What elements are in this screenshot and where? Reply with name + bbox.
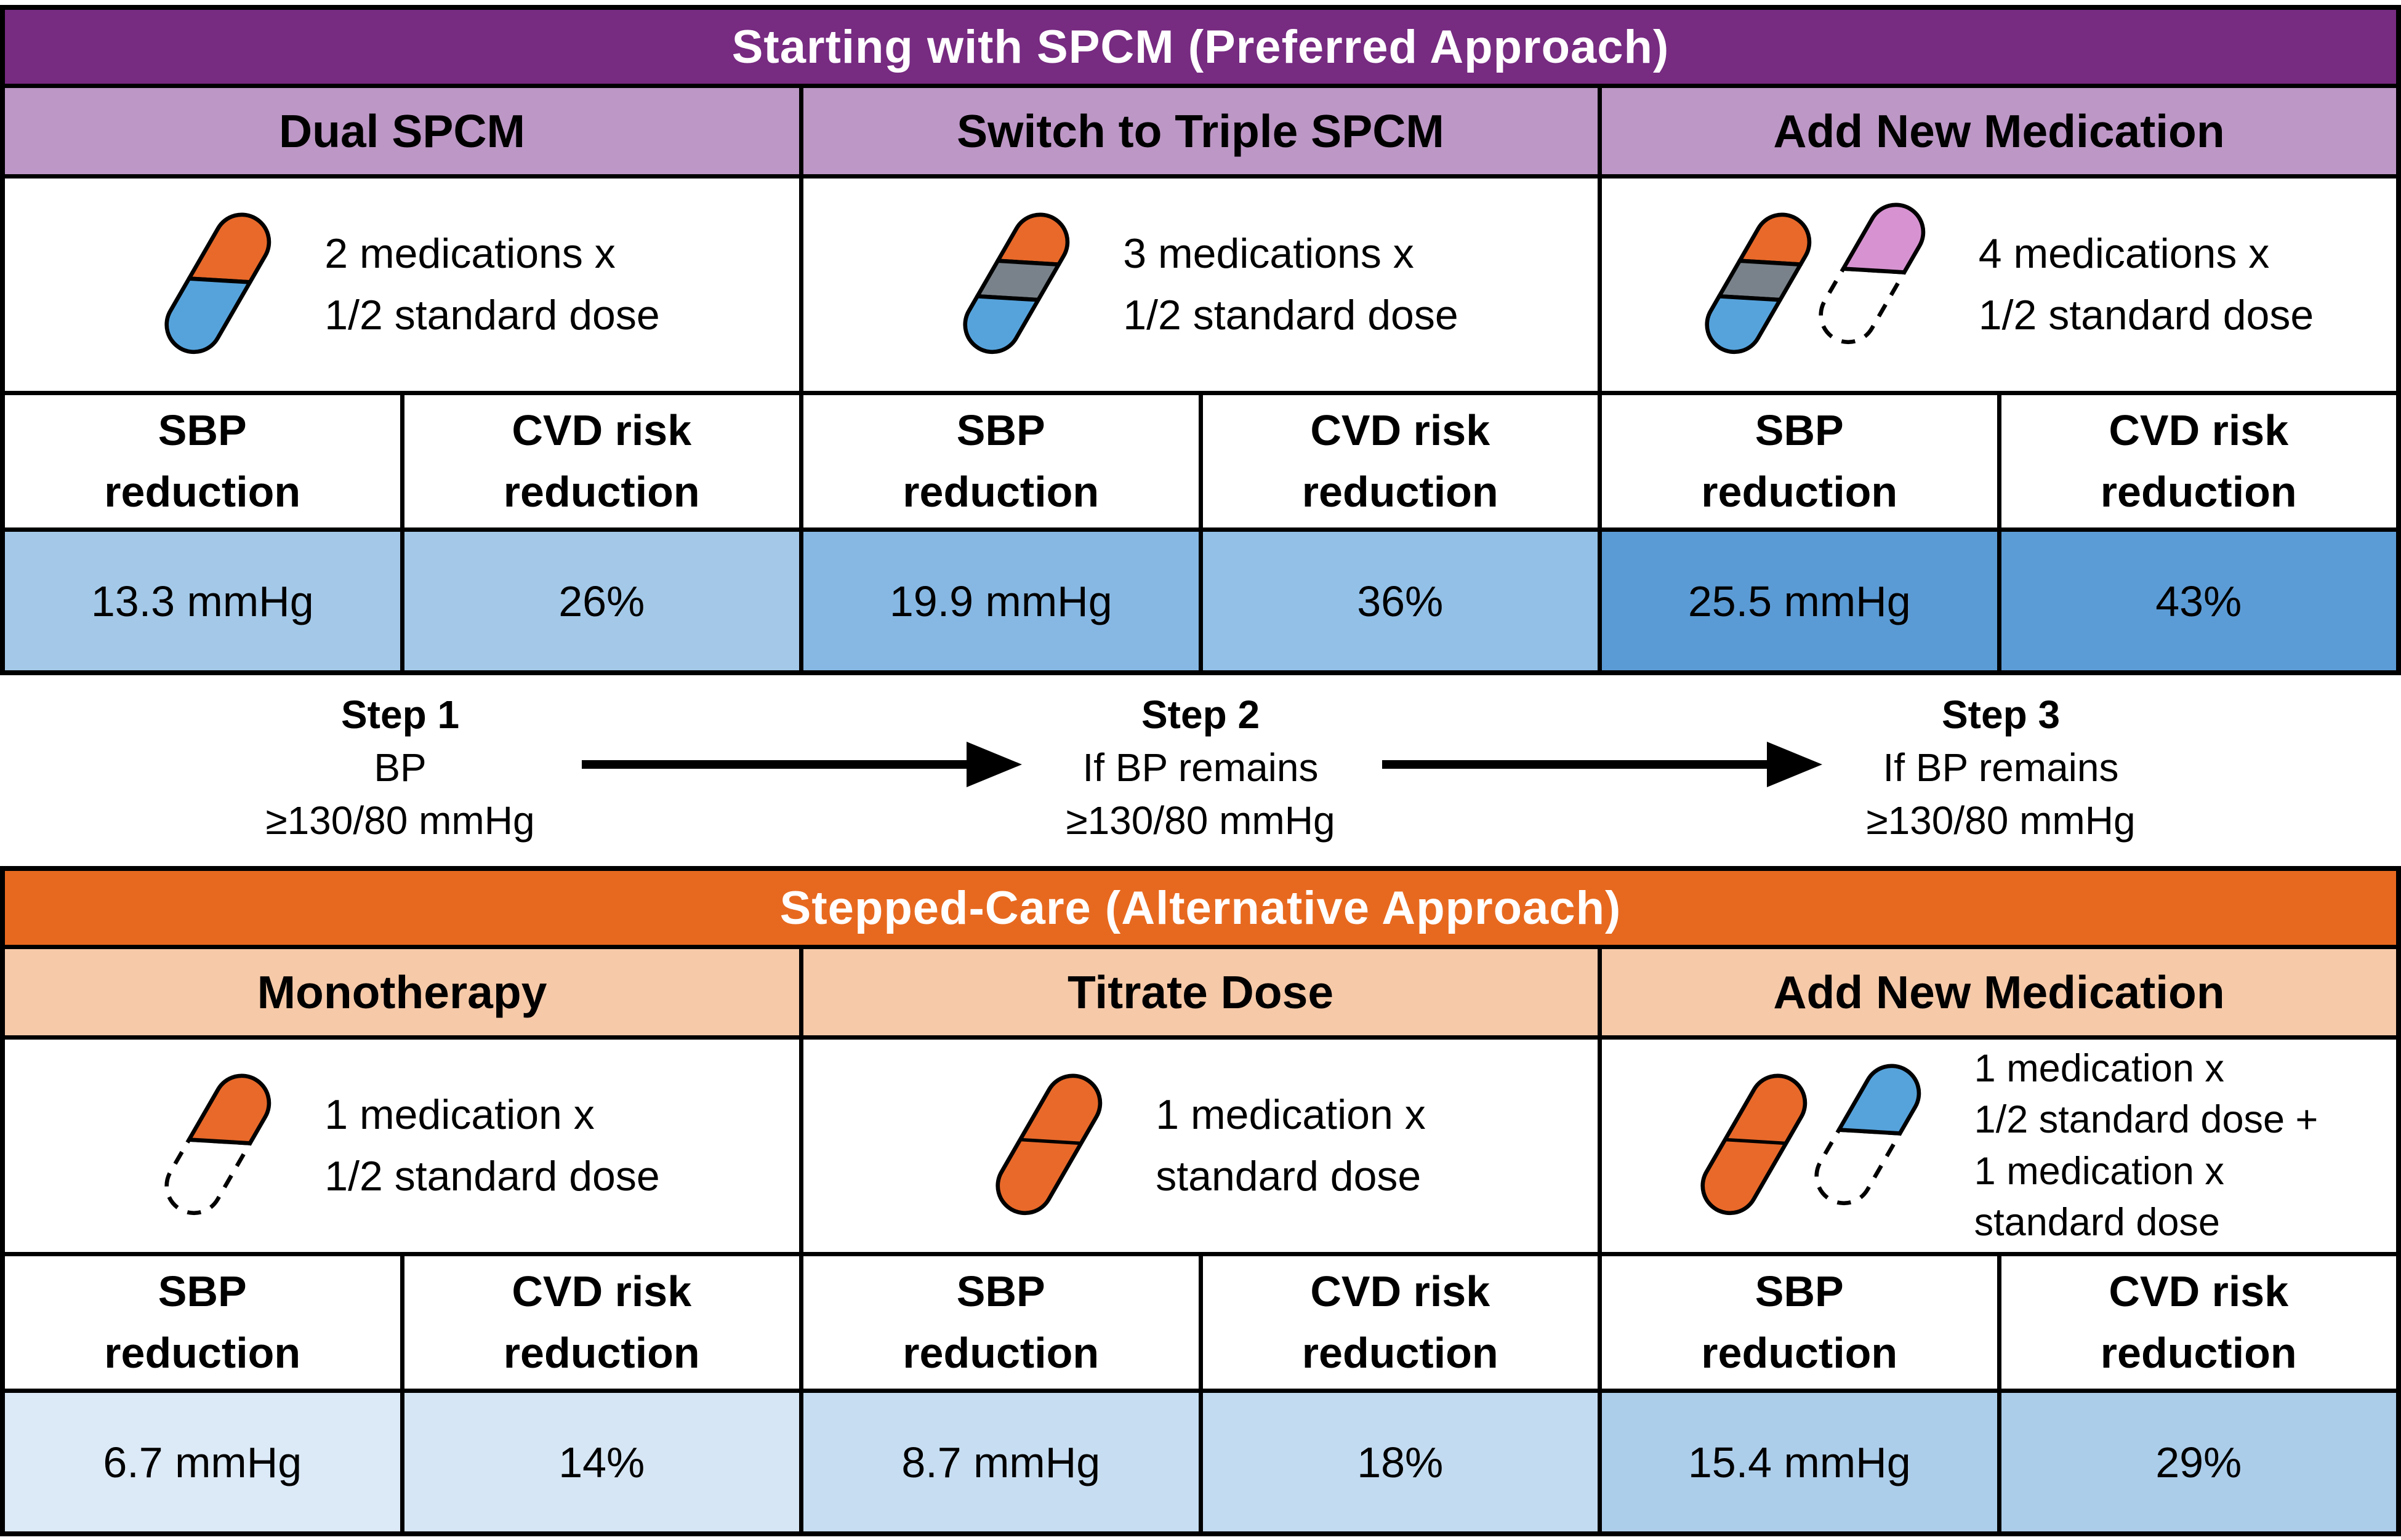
pill-icons: [943, 199, 1086, 370]
stepped-col-header-titrate: Titrate Dose: [803, 949, 1598, 1035]
stepped-care-title-bar: Stepped-Care (Alternative Approach): [5, 871, 2396, 945]
capsule-half-orange-half-dashed-icon: [144, 1061, 288, 1231]
cvd-risk-reduction-header: CVD risk reduction: [2001, 395, 2396, 527]
step-title: Step 1: [340, 692, 460, 737]
regimen-description: 2 medications x 1/2 standard dose: [324, 230, 660, 339]
right-arrow-icon: [582, 742, 1022, 787]
cvd-risk-reduction-header: CVD risk reduction: [1202, 1256, 1598, 1389]
step-title: Step 2: [1141, 692, 1260, 737]
step-2: Step 2 If BP remains ≥130/80 mmHg: [800, 689, 1601, 847]
step-3: Step 3 If BP remains ≥130/80 mmHg: [1601, 689, 2401, 847]
cvd-risk-reduction-header: CVD risk reduction: [404, 395, 799, 527]
stepped-care-table: Stepped-Care (Alternative Approach) Mono…: [0, 866, 2401, 1536]
pill-icons: [144, 199, 288, 370]
cvd-risk-reduction-header: CVD risk reduction: [404, 1256, 799, 1389]
sbp-reduction-value: 19.9 mmHg: [803, 532, 1199, 670]
regimen-description: 1 medication x 1/2 standard dose: [324, 1091, 660, 1200]
sbp-reduction-value: 25.5 mmHg: [1602, 532, 1997, 670]
stepped-regimen-add: 1 medication x 1/2 standard dose + 1 med…: [1602, 1040, 2396, 1252]
spcm-table: Starting with SPCM (Preferred Approach) …: [0, 5, 2401, 675]
spcm-regimen-dual: 2 medications x 1/2 standard dose: [5, 178, 799, 391]
regimen-description: 1 medication x standard dose: [1156, 1091, 1426, 1200]
regimen-description: 3 medications x 1/2 standard dose: [1123, 230, 1458, 339]
cvd-risk-reduction-header: CVD risk reduction: [1202, 395, 1598, 527]
stepped-regimen-monotherapy: 1 medication x 1/2 standard dose: [5, 1040, 799, 1252]
sbp-reduction-header: SBP reduction: [1602, 1256, 1997, 1389]
cvd-risk-reduction-value: 18%: [1202, 1393, 1598, 1531]
spcm-title-bar: Starting with SPCM (Preferred Approach): [5, 10, 2396, 84]
capsule-orange-gray-blue-icon: [943, 199, 1086, 370]
cvd-risk-reduction-value: 26%: [404, 532, 799, 670]
cvd-risk-reduction-value: 14%: [404, 1393, 799, 1531]
cvd-risk-reduction-value: 36%: [1202, 532, 1598, 670]
regimen-description: 1 medication x 1/2 standard dose + 1 med…: [1974, 1047, 2319, 1244]
spcm-col-header-dual: Dual SPCM: [5, 88, 799, 174]
capsule-orange-standard-icon: [975, 1061, 1119, 1231]
regimen-description: 4 medications x 1/2 standard dose: [1978, 230, 2314, 339]
steps-strip: Step 1 BP ≥130/80 mmHg Step 2 If BP rema…: [0, 675, 2401, 866]
spcm-regimen-add: 4 medications x 1/2 standard dose: [1602, 178, 2396, 391]
spcm-col-header-add: Add New Medication: [1602, 88, 2396, 174]
sbp-reduction-header: SBP reduction: [5, 1256, 400, 1389]
cvd-risk-reduction-value: 43%: [2001, 532, 2396, 670]
step-1: Step 1 BP ≥130/80 mmHg: [0, 689, 800, 847]
pill-icons: [1684, 199, 1942, 370]
capsule-half-pink-half-dashed-icon: [1798, 190, 1942, 360]
cvd-risk-reduction-value: 29%: [2001, 1393, 2396, 1531]
pill-icons: [1680, 1061, 1937, 1231]
step-condition: If BP remains ≥130/80 mmHg: [1066, 745, 1335, 843]
stepped-col-header-monotherapy: Monotherapy: [5, 949, 799, 1035]
pill-icons: [975, 1061, 1119, 1231]
step-title: Step 3: [1941, 692, 2061, 737]
sbp-reduction-header: SBP reduction: [5, 395, 400, 527]
step-condition: If BP remains ≥130/80 mmHg: [1866, 745, 2136, 843]
cvd-risk-reduction-header: CVD risk reduction: [2001, 1256, 2396, 1389]
sbp-reduction-value: 15.4 mmHg: [1602, 1393, 1997, 1531]
capsule-half-blue-half-dashed-icon: [1794, 1051, 1937, 1221]
stepped-col-header-add: Add New Medication: [1602, 949, 2396, 1035]
capsule-half-orange-half-blue-icon: [144, 199, 288, 370]
sbp-reduction-value: 6.7 mmHg: [5, 1393, 400, 1531]
sbp-reduction-value: 8.7 mmHg: [803, 1393, 1199, 1531]
sbp-reduction-header: SBP reduction: [803, 395, 1199, 527]
step-condition: BP ≥130/80 mmHg: [265, 745, 535, 843]
stepped-regimen-titrate: 1 medication x standard dose: [803, 1040, 1598, 1252]
spcm-regimen-triple: 3 medications x 1/2 standard dose: [803, 178, 1598, 391]
right-arrow-icon: [1382, 742, 1822, 787]
sbp-reduction-value: 13.3 mmHg: [5, 532, 400, 670]
pill-icons: [144, 1061, 288, 1231]
sbp-reduction-header: SBP reduction: [1602, 395, 1997, 527]
spcm-col-header-triple: Switch to Triple SPCM: [803, 88, 1598, 174]
sbp-reduction-header: SBP reduction: [803, 1256, 1199, 1389]
